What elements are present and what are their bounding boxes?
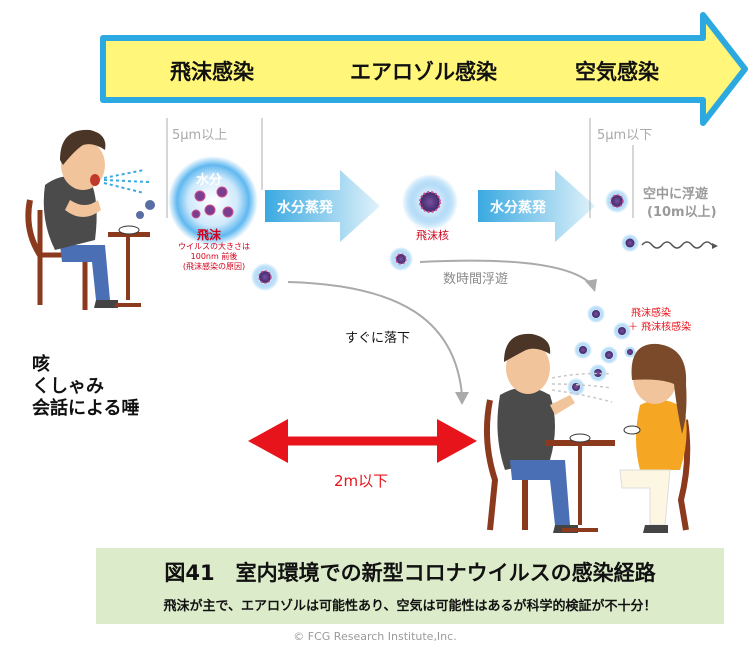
cause-sneeze: くしゃみ (32, 376, 104, 397)
hours-floating-label: 数時間浮遊 (443, 272, 509, 287)
evaporation-arrow-2 (478, 170, 595, 242)
airborne-infection-label: 空気感染 (575, 60, 659, 84)
floating-particle-wave (621, 234, 718, 252)
falls-immediately-label: すぐに落下 (345, 331, 411, 346)
virus-size-note: ウイルスの大きさは 100nm 前後 (飛沫感染の原因) (178, 242, 250, 272)
infection-types-label: 飛沫感染 ＋ 飛沫核感染 (628, 307, 691, 335)
hours-floating-particle (389, 247, 597, 292)
caption-box: 図41 室内環境での新型コロナウイルスの感染経路 飛沫が主で、エアロゾルは可能性… (96, 548, 724, 624)
coughing-man-illustration (25, 129, 155, 310)
cause-cough: 咳 (32, 354, 50, 375)
droplet-nucleus-label: 飛沫核 (416, 229, 449, 242)
airborne-label: 空中に浮遊 (10m以上) (643, 186, 717, 222)
water-label: 水分 (196, 173, 223, 188)
couple-at-table-illustration (483, 333, 691, 533)
airborne-label-line1: 空中に浮遊 (643, 187, 709, 202)
distance-arrow (248, 419, 477, 463)
distance-label: 2m以下 (334, 472, 389, 490)
size-range-dividers (166, 118, 634, 218)
virus-size-note-line3: (飛沫感染の原因) (182, 262, 246, 271)
evaporation-arrow-1 (265, 170, 380, 242)
copyright: © FCG Research Institute,Inc. (293, 630, 457, 643)
cause-conversation-saliva: 会話による唾 (32, 398, 140, 419)
evaporation-label-1: 水分蒸発 (277, 200, 333, 216)
droplet-infection-label: 飛沫感染 (170, 60, 254, 84)
evaporation-label-2: 水分蒸発 (490, 200, 546, 216)
falling-particle (251, 263, 469, 405)
diagram-graphics (25, 129, 718, 533)
droplet-label: 飛沫 (197, 228, 222, 242)
figure-title: 図41 室内環境での新型コロナウイルスの感染経路 (164, 561, 656, 585)
droplet-with-water (168, 156, 258, 246)
transmission-spectrum-arrow (100, 12, 748, 126)
virus-size-note-line2: 100nm 前後 (190, 252, 238, 261)
airborne-label-line2: (10m以上) (647, 205, 717, 220)
infection-types-line2: ＋ 飛沫核感染 (628, 322, 692, 333)
infection-types-line1: 飛沫感染 (631, 308, 671, 319)
size-5um-below: 5μm以下 (597, 128, 653, 143)
aerosol-infection-label: エアロゾル感染 (350, 60, 497, 84)
airborne-particle (605, 189, 629, 213)
virus-size-note-line1: ウイルスの大きさは (178, 242, 250, 251)
size-5um-above: 5μm以上 (172, 128, 228, 143)
figure-subtitle: 飛沫が主で、エアロゾルは可能性あり、空気は可能性はあるが科学的検証が不十分！ (163, 599, 657, 614)
particles-near-couple (567, 305, 636, 396)
droplet-nucleus (402, 174, 458, 230)
